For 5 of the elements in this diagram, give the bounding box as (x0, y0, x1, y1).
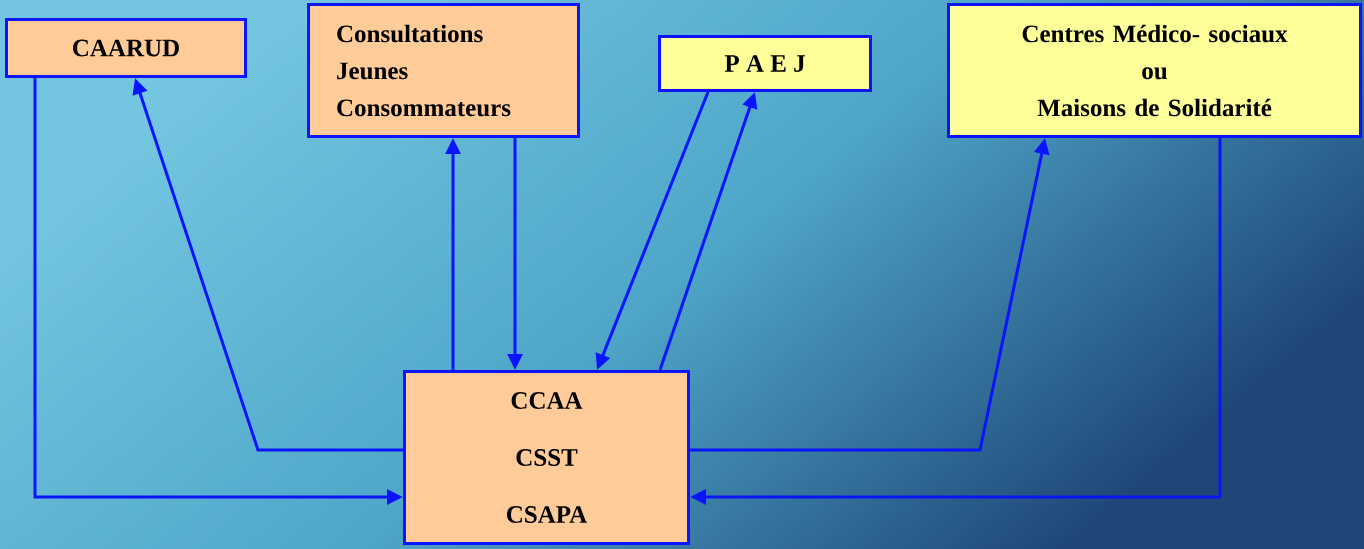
service-box: Consultations Jeunes Consommateurs (307, 3, 580, 138)
service-box: CCAA CSST CSAPA (403, 370, 690, 545)
service-box: Centres Médico- sociaux ou Maisons de Solidarité (947, 3, 1362, 138)
service-box: P A E J (658, 35, 872, 92)
service-box: CAARUD (5, 18, 247, 78)
